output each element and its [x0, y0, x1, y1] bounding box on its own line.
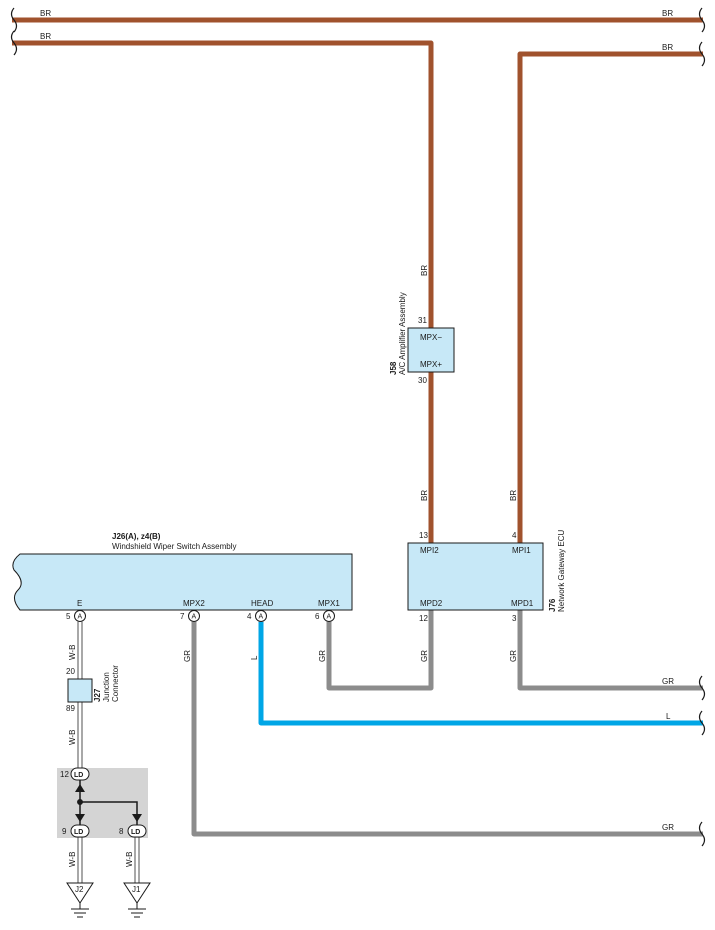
- wb-wires: [77, 622, 140, 883]
- j58-pin-bottom: 30: [418, 376, 427, 385]
- ld-splice: [75, 780, 142, 825]
- ld-connector-top: LD 12: [60, 767, 90, 781]
- wire-label: W-B: [68, 645, 77, 660]
- j58-pin-top: 31: [418, 316, 427, 325]
- j27-pin-bottom: 89: [66, 704, 75, 713]
- svg-text:A: A: [192, 614, 197, 621]
- wire-label: BR: [40, 32, 51, 41]
- j26-label-mpx2: MPX2: [183, 599, 205, 608]
- wire-label: BR: [662, 43, 673, 52]
- br-wire-to-j76-mpi1: [517, 51, 703, 543]
- gr-wire-mpx2: [191, 622, 703, 837]
- j27-box: [67, 678, 93, 703]
- j27-code: J27: [93, 688, 102, 702]
- l-wire-head: [258, 622, 703, 726]
- ld-connector-left: LD 9: [62, 824, 90, 838]
- j26-box: [12, 553, 353, 611]
- j76-pin-mpi1: 4: [512, 531, 517, 540]
- j76-pin-mpd1: 3: [512, 614, 517, 623]
- wire-label: GR: [662, 823, 674, 832]
- j58-code: J58: [389, 361, 398, 375]
- wire-label: BR: [662, 9, 673, 18]
- j76-pin-mpi2: 13: [419, 531, 428, 540]
- j76-label-mpd1: MPD1: [511, 599, 534, 608]
- wire-label: L: [666, 712, 671, 721]
- wire-label: GR: [318, 650, 327, 662]
- gr-wire-mpx1-mpd2: [326, 610, 434, 691]
- svg-text:LD: LD: [74, 772, 83, 779]
- wire-label: GR: [420, 650, 429, 662]
- svg-text:A: A: [327, 614, 332, 621]
- j27-pin-top: 20: [66, 667, 75, 676]
- j26-code: J26(A), z4(B): [112, 532, 161, 541]
- svg-text:4: 4: [247, 612, 252, 621]
- wire-label: GR: [662, 677, 674, 686]
- wire-label: L: [250, 655, 259, 660]
- break-marks-left: [10, 7, 18, 56]
- wire-label: GR: [183, 650, 192, 662]
- j58-name: A/C Amplifier Assembly: [398, 292, 407, 375]
- j26-label-mpx1: MPX1: [318, 599, 340, 608]
- svg-text:A: A: [78, 614, 83, 621]
- j26-connector-mpx2: A 7: [180, 610, 200, 622]
- br-wires: [12, 17, 703, 543]
- svg-text:A: A: [259, 614, 264, 621]
- j58-label-bottom: MPX+: [420, 360, 442, 369]
- ld-arrow-down-right: [132, 814, 142, 822]
- j26-name: Windshield Wiper Switch Assembly: [112, 542, 236, 551]
- j76-code: J76: [548, 598, 557, 612]
- svg-text:J1: J1: [132, 885, 141, 894]
- j76-label-mpi1: MPI1: [512, 546, 531, 555]
- j26-label-e: E: [77, 599, 82, 608]
- j76-pin-mpd2: 12: [419, 614, 428, 623]
- wire-label: BR: [420, 265, 429, 276]
- j58-box: [407, 327, 455, 373]
- ld-arrow-up: [75, 784, 85, 792]
- j76-label-mpi2: MPI2: [420, 546, 439, 555]
- svg-text:12: 12: [60, 770, 69, 779]
- svg-text:5: 5: [66, 612, 71, 621]
- j26-connector-mpx1: A 6: [315, 610, 335, 622]
- ground-symbol-icon: [71, 903, 89, 918]
- j27-name-line1: Junction: [102, 672, 111, 702]
- svg-text:9: 9: [62, 827, 67, 836]
- j76-label-mpd2: MPD2: [420, 599, 443, 608]
- svg-text:7: 7: [180, 612, 185, 621]
- svg-text:8: 8: [119, 827, 124, 836]
- svg-text:J2: J2: [75, 885, 84, 894]
- ld-arrow-down-left: [75, 814, 85, 822]
- ld-connector-right: LD 8: [119, 824, 147, 838]
- wire-label: W-B: [125, 852, 134, 867]
- svg-text:LD: LD: [131, 829, 140, 836]
- ground-symbol-icon: [128, 903, 146, 918]
- wire-label: BR: [420, 490, 429, 501]
- j76-name: Network Gateway ECU: [557, 530, 566, 612]
- j27-name-line2: Connector: [111, 665, 120, 702]
- br-wire-to-j58: [12, 40, 434, 328]
- svg-text:LD: LD: [74, 829, 83, 836]
- j26-label-head: HEAD: [251, 599, 273, 608]
- ground-j1: J1: [123, 882, 151, 918]
- wire-label: W-B: [68, 730, 77, 745]
- gr-wire-mpd1: [517, 610, 703, 691]
- wire-label: BR: [40, 9, 51, 18]
- ground-j2: J2: [66, 882, 94, 918]
- wire-label: BR: [509, 490, 518, 501]
- j26-connector-head: A 4: [247, 610, 267, 622]
- wire-label: GR: [509, 650, 518, 662]
- j76-box: [407, 542, 544, 611]
- j26-connector-e: A 5: [66, 610, 86, 622]
- j58-label-top: MPX−: [420, 333, 442, 342]
- svg-text:6: 6: [315, 612, 320, 621]
- gr-wires: [191, 610, 703, 837]
- wire-label: W-B: [68, 852, 77, 867]
- break-marks-right: [698, 7, 706, 847]
